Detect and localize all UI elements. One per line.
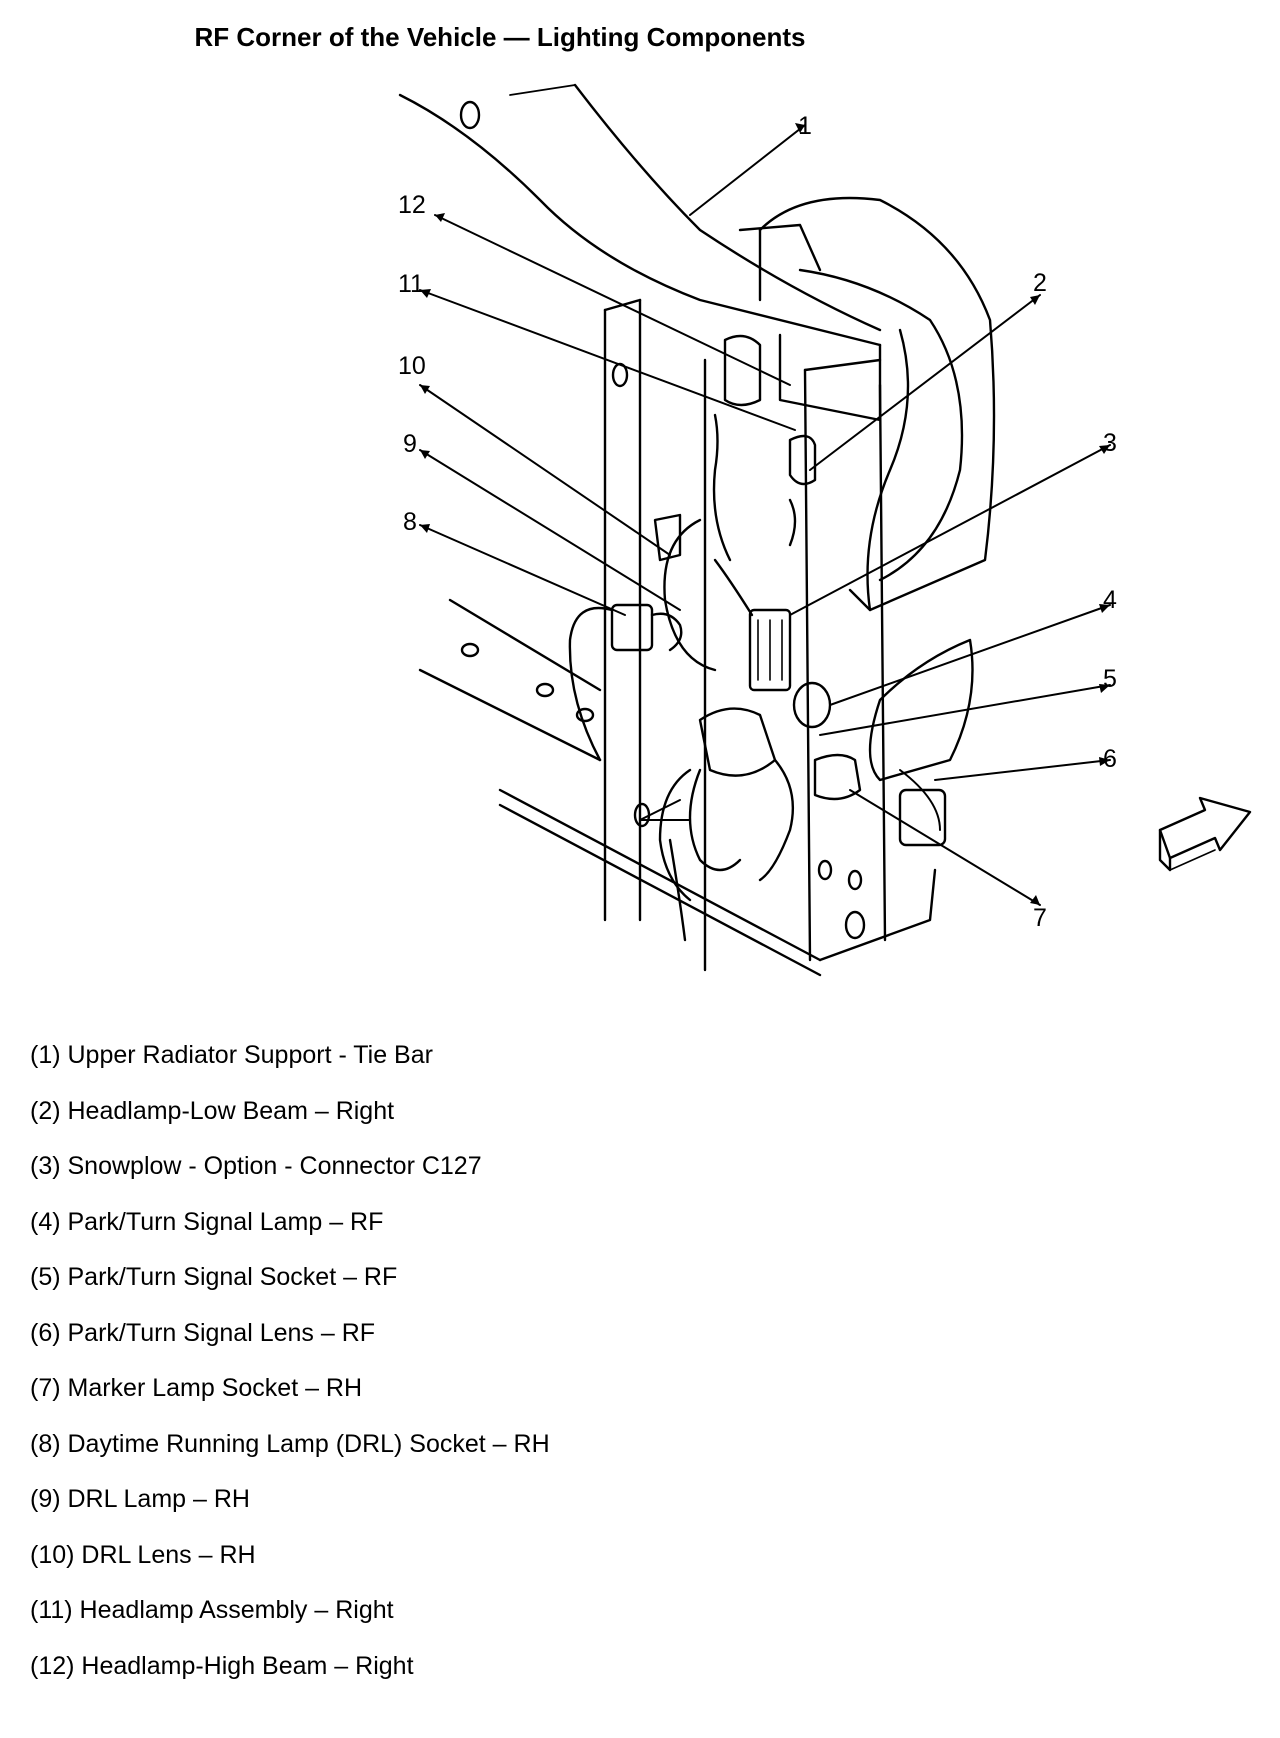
callout-9: 9 [403, 430, 417, 458]
legend-item-8: (8) Daytime Running Lamp (DRL) Socket – … [30, 1429, 550, 1458]
callout-2: 2 [1033, 269, 1047, 297]
front-direction-arrow-icon [1158, 796, 1252, 872]
vertical-support-posts [603, 298, 887, 972]
drl-lamp-drawing [568, 513, 717, 762]
callout-4: 4 [1103, 586, 1117, 614]
legend-item-7: (7) Marker Lamp Socket – RH [30, 1374, 363, 1402]
leader-arrowheads [420, 123, 1110, 905]
legend-item-12: (12) Headlamp-High Beam – Right [30, 1651, 414, 1680]
callout-6: 6 [1103, 745, 1117, 773]
headlamp-assembly-drawing [738, 196, 996, 847]
callout-1: 1 [798, 112, 812, 140]
callout-leader-lines [419, 124, 1111, 906]
connector-c127-drawing [713, 558, 792, 692]
upper-radiator-support-drawing [398, 83, 882, 422]
legend-item-9: (9) DRL Lamp – RH [30, 1485, 250, 1513]
component-legend: (1) Upper Radiator Support - Tie Bar (2)… [30, 1040, 550, 1706]
callout-3: 3 [1103, 429, 1117, 457]
callout-12: 12 [398, 191, 426, 219]
legend-item-6: (6) Park/Turn Signal Lens – RF [30, 1318, 376, 1347]
callout-7: 7 [1033, 904, 1047, 932]
callout-11: 11 [398, 270, 424, 298]
lower-frame-rails [418, 598, 937, 977]
legend-item-4: (4) Park/Turn Signal Lamp – RF [30, 1207, 384, 1236]
callout-numbers: 1 12 11 2 10 3 9 8 4 5 6 7 [398, 112, 1117, 932]
legend-item-3: (3) Snowplow - Option - Connector C127 [30, 1152, 482, 1180]
legend-item-11: (11) Headlamp Assembly – Right [30, 1596, 394, 1624]
callout-5: 5 [1103, 665, 1117, 693]
callout-8: 8 [403, 508, 417, 536]
diagram-title: RF Corner of the Vehicle — Lighting Comp… [194, 22, 806, 52]
legend-item-10: (10) DRL Lens – RH [30, 1540, 256, 1569]
legend-item-5: (5) Park/Turn Signal Socket – RF [30, 1263, 398, 1291]
park-turn-signal-assembly-drawing [639, 681, 862, 942]
legend-item-2: (2) Headlamp-Low Beam – Right [30, 1096, 395, 1125]
legend-item-1: (1) Upper Radiator Support - Tie Bar [30, 1041, 433, 1069]
lighting-components-illustration: 1 12 11 2 10 3 9 8 4 5 6 7 [398, 83, 1252, 977]
callout-10: 10 [398, 352, 426, 380]
headlamp-bulbs-drawing [712, 334, 817, 562]
